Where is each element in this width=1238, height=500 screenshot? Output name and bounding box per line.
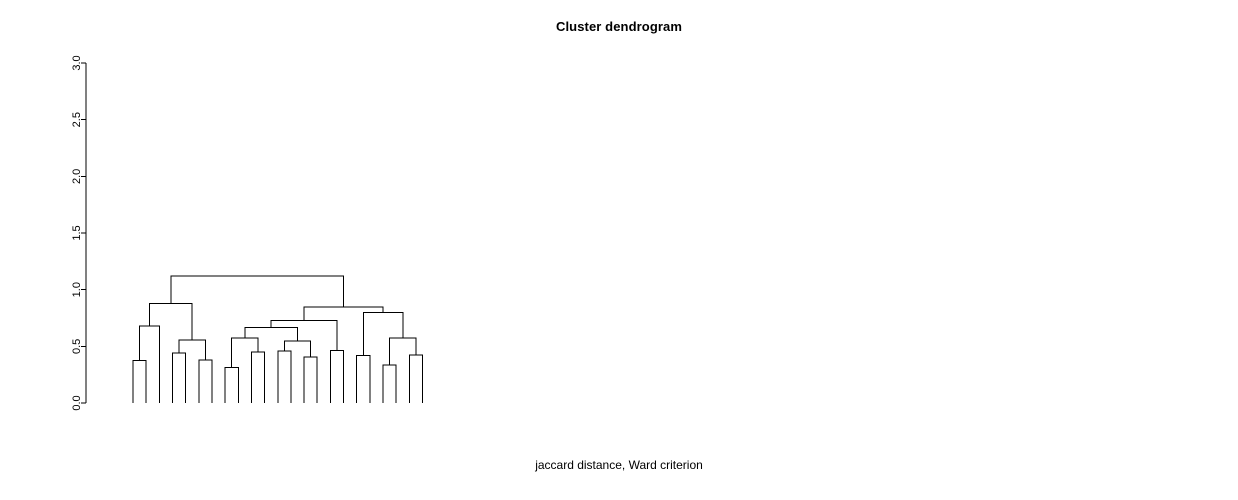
dendrogram-branch <box>148 302 193 341</box>
dendrogram-branch <box>178 339 206 360</box>
dendrogram-branch <box>356 354 371 403</box>
dendrogram-branch <box>250 351 266 403</box>
page-title: Cluster dendrogram <box>555 19 683 34</box>
dendrogram-branch <box>362 311 404 356</box>
y-axis-tick-label: 2.0 <box>71 169 83 184</box>
dendrogram-branch <box>382 364 397 403</box>
dendrogram-branch <box>389 337 417 366</box>
dendrogram-branch <box>283 340 312 358</box>
dendrogram-branch <box>408 354 424 403</box>
dendrogram-branch <box>171 352 187 403</box>
y-axis-tick-label: 0.5 <box>71 339 83 354</box>
x-axis-label: jaccard distance, Ward criterion <box>535 458 703 472</box>
dendrogram-branch <box>224 366 239 403</box>
dendrogram-branch <box>244 327 298 342</box>
y-axis-tick-label: 2.5 <box>71 112 83 127</box>
dendrogram-branch <box>231 337 259 368</box>
dendrogram-branches <box>132 275 424 403</box>
dendrogram-branch <box>170 275 345 308</box>
y-axis-tick-label: 1.0 <box>71 282 83 297</box>
dendrogram-branch <box>303 306 384 321</box>
y-axis-tick-label: 0.0 <box>71 395 83 410</box>
y-axis-tick-label: 1.5 <box>71 225 83 240</box>
dendrogram-branch <box>329 349 345 403</box>
y-axis-tick-label: 3.0 <box>71 55 83 70</box>
y-axis: 0.0 0.5 1.0 1.5 2.0 2.5 3.0 <box>71 55 87 411</box>
dendrogram-branch <box>270 319 338 351</box>
dendrogram-branch <box>132 360 147 403</box>
dendrogram-branch <box>139 325 160 403</box>
dendrogram-branch <box>303 356 318 403</box>
dendrogram-branch <box>198 359 213 403</box>
dendrogram-branch <box>277 350 292 403</box>
